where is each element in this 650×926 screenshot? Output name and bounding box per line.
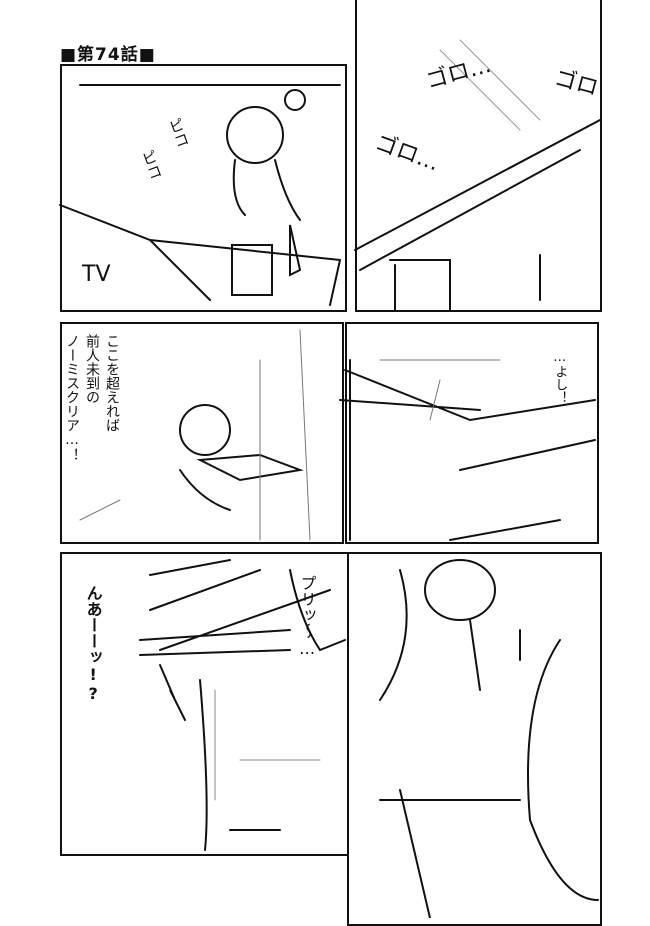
speech-bubble-nomiss: ここを超えれば 前人未到の ノーミスクリア…！ (64, 334, 120, 462)
panel-3 (60, 322, 344, 544)
panel-4 (345, 322, 599, 544)
panel-6 (347, 552, 602, 926)
sfx-puri: プリッ〜… (297, 575, 317, 658)
panel-5 (60, 552, 349, 856)
speech-bubble-yoshi: …よし！ (552, 350, 568, 404)
shout-nnaa: んあーーッ!? (83, 585, 103, 703)
tv-label: TV (82, 262, 111, 287)
chapter-title: ■第74話■ (60, 45, 156, 65)
